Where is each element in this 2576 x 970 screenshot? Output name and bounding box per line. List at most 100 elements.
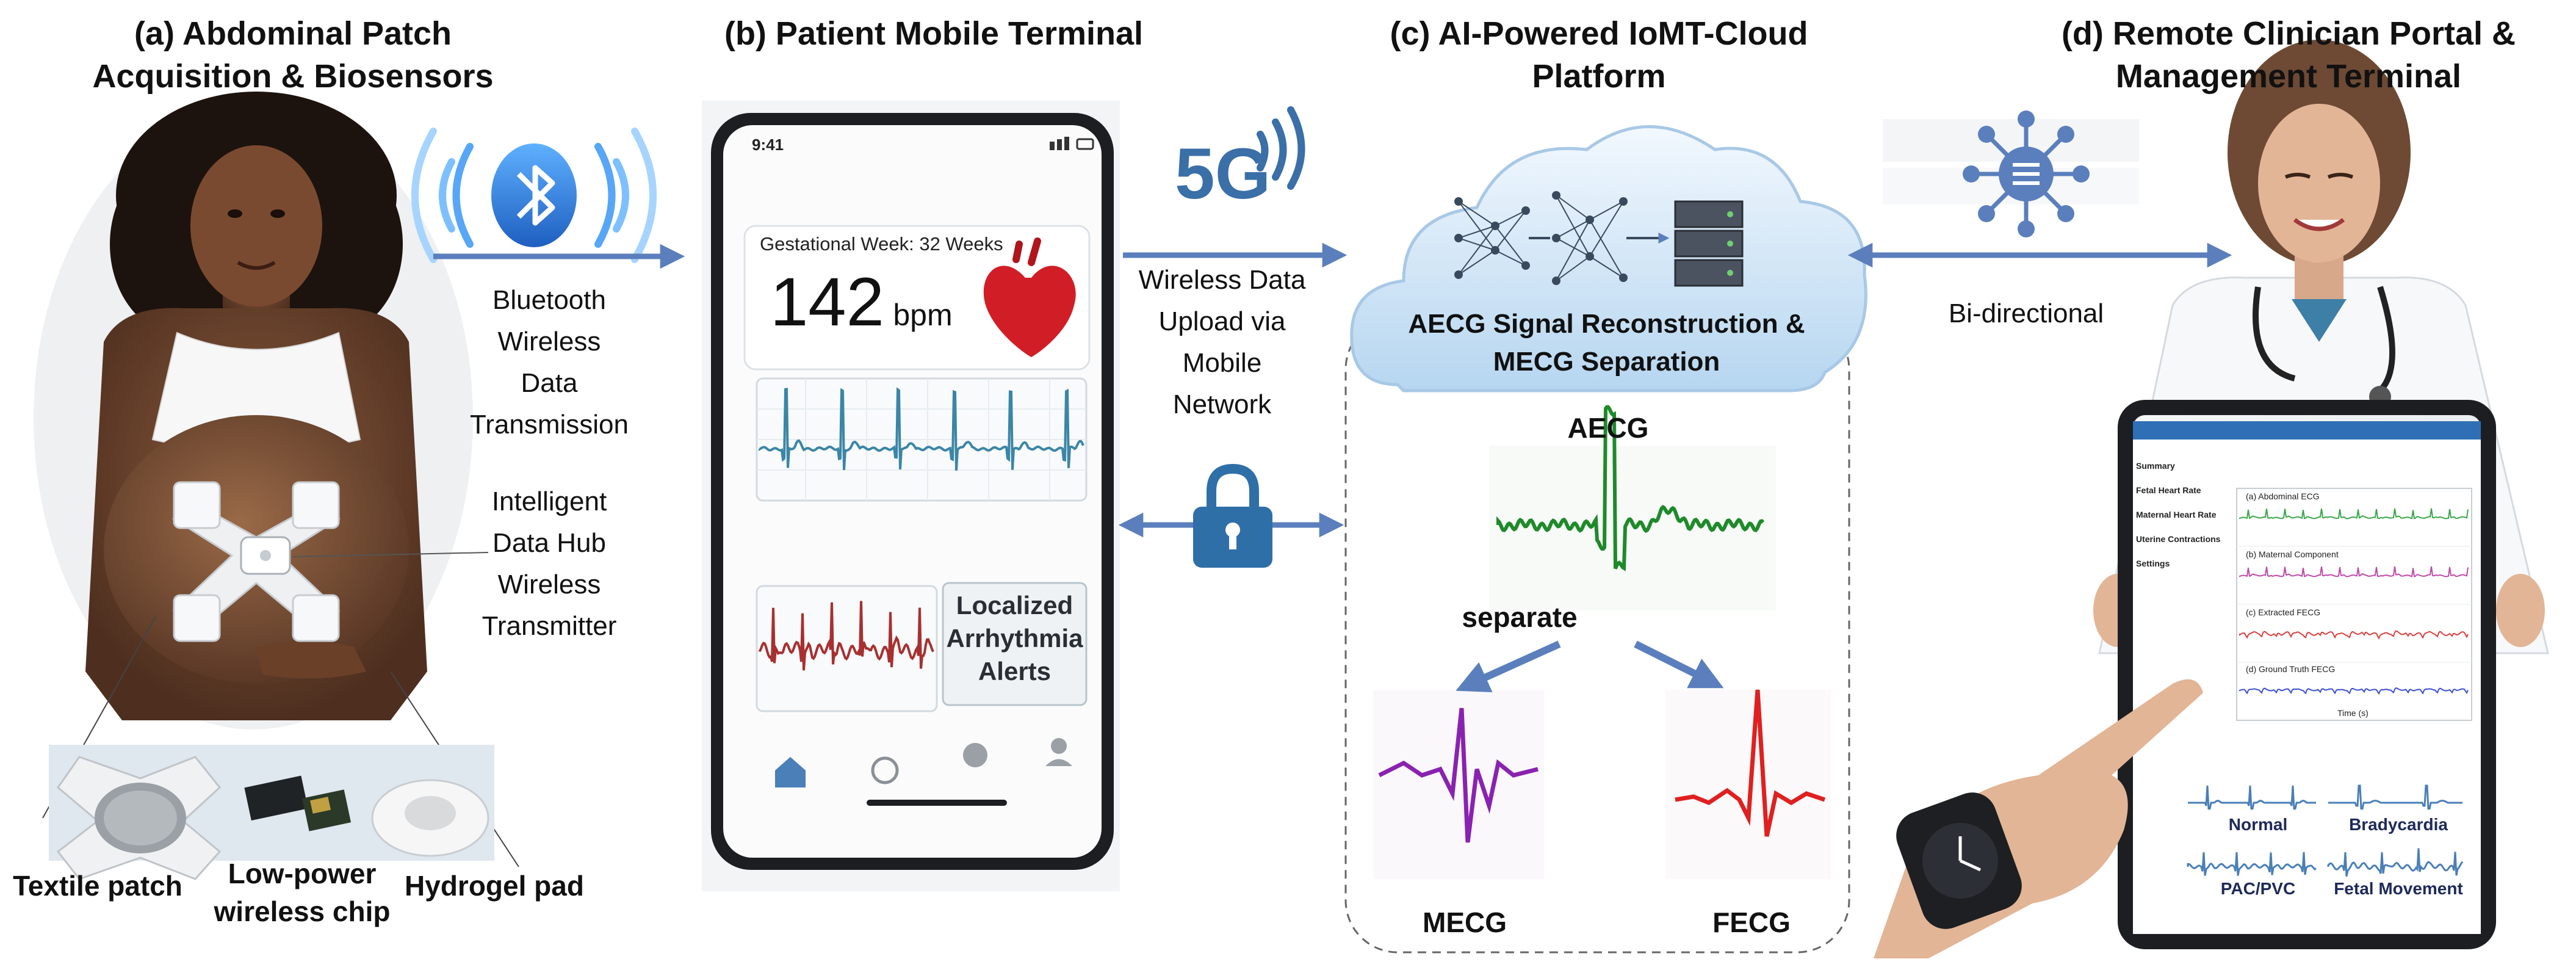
- tablet-menu-item[interactable]: Uterine Contractions: [2136, 534, 2221, 544]
- aecg-label: AECG: [1567, 412, 1649, 444]
- fecg-label: FECG: [1712, 907, 1791, 938]
- profile-icon: [1051, 738, 1067, 754]
- tablet-trace-label: (d) Ground Truth FECG: [2246, 664, 2336, 674]
- panel-d-title-line2: Management Terminal: [2115, 58, 2462, 95]
- upload-label: Wireless Data Upload via Mobile Network: [1120, 259, 1324, 425]
- separation-box: [1344, 316, 1850, 954]
- alert-line: Localized: [956, 591, 1073, 620]
- tablet-trace-maternal: [2239, 566, 2469, 577]
- panel-c-title-line2: Platform: [1532, 58, 1666, 95]
- textile-patch-image: [56, 756, 222, 880]
- phone-bottom-nav: [775, 738, 1072, 806]
- rhythm-normal-trace: [2188, 785, 2316, 810]
- clinician-face: [2258, 104, 2380, 262]
- cloud-caption-line1: AECG Signal Reconstruction &: [1408, 309, 1805, 339]
- panel-d-title-line1: (d) Remote Clinician Portal &: [2061, 15, 2516, 52]
- abdominal-patch: [171, 481, 341, 642]
- upload-label-line: Mobile: [1182, 348, 1262, 378]
- rhythm-label-normal: Normal: [2228, 815, 2288, 834]
- bpm-unit: bpm: [893, 298, 953, 332]
- hydrogel-pad-image: [371, 779, 489, 857]
- rhythm-label-pac-pvc: PAC/PVC: [2220, 879, 2296, 898]
- separate-arrow-left: [1456, 640, 1561, 693]
- cloud-caption-line2: MECG Separation: [1493, 347, 1720, 377]
- panel-c-title: (c) AI-Powered IoMT-Cloud Platform: [1330, 12, 1867, 98]
- tablet-trace-abdominal: [2239, 508, 2469, 519]
- cloud-caption: AECG Signal Reconstruction & MECG Separa…: [1358, 305, 1855, 381]
- tablet-trace-extracted: [2239, 630, 2469, 640]
- chip-label: Low-power wireless chip: [192, 855, 412, 930]
- separate-label: separate: [1462, 601, 1578, 633]
- tablet-trace-label: (c) Extracted FECG: [2246, 607, 2321, 617]
- bluetooth-icon: [411, 128, 657, 263]
- arrhythmia-alert-card: [942, 582, 1088, 706]
- rhythm-label-bradycardia: Bradycardia: [2349, 815, 2448, 834]
- upload-label-line: Wireless Data: [1138, 265, 1306, 295]
- data-hub-label-line: Intelligent: [491, 487, 607, 516]
- panel-a-illustration: [34, 92, 519, 880]
- bluetooth-label-line: Bluetooth: [492, 285, 606, 315]
- aecg-waveform: [1496, 405, 1765, 571]
- bluetooth-label-line: Wireless: [497, 327, 601, 357]
- gestational-week: Gestational Week: 32 Weeks: [760, 233, 1003, 255]
- data-hub-label-line: Transmitter: [482, 611, 617, 641]
- mecg-label: MECG: [1423, 907, 1507, 938]
- alert-line: Arrhythmia: [946, 624, 1083, 653]
- tablet-menu-item[interactable]: Settings: [2136, 559, 2170, 568]
- tablet-xaxis-label: Time (s): [2337, 708, 2369, 718]
- lock-icon: [1193, 463, 1272, 568]
- bidirectional-label: Bi-directional: [1948, 299, 2104, 328]
- panel-c-title-line1: (c) AI-Powered IoMT-Cloud: [1390, 15, 1808, 52]
- heart-icon: [983, 237, 1076, 357]
- rhythm-label-fetal-movement: Fetal Movement: [2334, 879, 2463, 898]
- fetal-heart-rate: 142 bpm: [770, 262, 953, 342]
- smartwatch-icon: [1896, 792, 2022, 929]
- tablet-trace-label: (a) Abdominal ECG: [2246, 491, 2320, 501]
- chip-label-line1: Low-power: [228, 858, 377, 889]
- rhythm-bradycardia-trace: [2328, 784, 2462, 810]
- separate-arrow-right: [1634, 640, 1724, 689]
- history-icon: [871, 756, 899, 784]
- upload-label-line: Network: [1172, 389, 1272, 419]
- clinician-tablet: [2118, 400, 2496, 949]
- rhythm-fetal-movement-trace: [2327, 848, 2464, 877]
- data-hub-label-line: Data Hub: [492, 528, 606, 558]
- chip-label-line2: wireless chip: [214, 896, 391, 927]
- bpm-value: 142: [770, 264, 884, 340]
- stethoscope: [2253, 286, 2395, 393]
- tablet-menu-item[interactable]: Maternal Heart Rate: [2136, 510, 2217, 519]
- 5g-badge: 5G: [1175, 134, 1271, 214]
- 5g-icon: [1257, 106, 1305, 190]
- tablet-menu-item[interactable]: Summary: [2136, 461, 2175, 471]
- wireless-chip-image: [244, 775, 352, 831]
- ai-cloud: [1350, 125, 1867, 393]
- woman-face: [190, 145, 322, 306]
- phone-ecg-trace: [759, 387, 1084, 471]
- hydrogel-label: Hydrogel pad: [405, 870, 584, 902]
- fecg-waveform: [1675, 689, 1826, 837]
- bluetooth-label-line: Data: [521, 368, 578, 398]
- tablet-trace-label: (b) Maternal Component: [2246, 549, 2339, 559]
- tablet-menu: Summary Fetal Heart Rate Maternal Heart …: [2136, 461, 2234, 583]
- arrhythmia-alert-text: Localized Arrhythmia Alerts: [943, 589, 1086, 688]
- phone-time: 9:41: [752, 136, 784, 154]
- neural-network-icon: [1458, 195, 1624, 281]
- data-hub-label: Intelligent Data Hub Wireless Transmitte…: [446, 481, 653, 647]
- rhythm-pac-pvc-trace: [2187, 852, 2317, 876]
- tablet-trace-ground-truth: [2239, 687, 2469, 695]
- panel-a-title-line1: (a) Abdominal Patch: [134, 15, 452, 52]
- tablet-menu-item[interactable]: Fetal Heart Rate: [2136, 485, 2201, 495]
- alert-line: Alerts: [978, 657, 1052, 686]
- textile-patch-label: Textile patch: [13, 870, 182, 902]
- bluetooth-label-line: Transmission: [470, 410, 629, 440]
- panel-b-title: (b) Patient Mobile Terminal: [724, 15, 1144, 52]
- home-icon: [775, 757, 806, 787]
- phone-arrhythmia-trace: [759, 601, 934, 671]
- panel-a-title: (a) Abdominal Patch Acquisition & Biosen…: [37, 12, 549, 98]
- data-hub-label-line: Wireless: [497, 570, 601, 599]
- bluetooth-label: Bluetooth Wireless Data Transmission: [446, 280, 653, 446]
- mecg-waveform: [1378, 708, 1539, 843]
- panel-d-title: (d) Remote Clinician Portal & Management…: [2014, 12, 2563, 98]
- upload-label-line: Upload via: [1158, 306, 1286, 336]
